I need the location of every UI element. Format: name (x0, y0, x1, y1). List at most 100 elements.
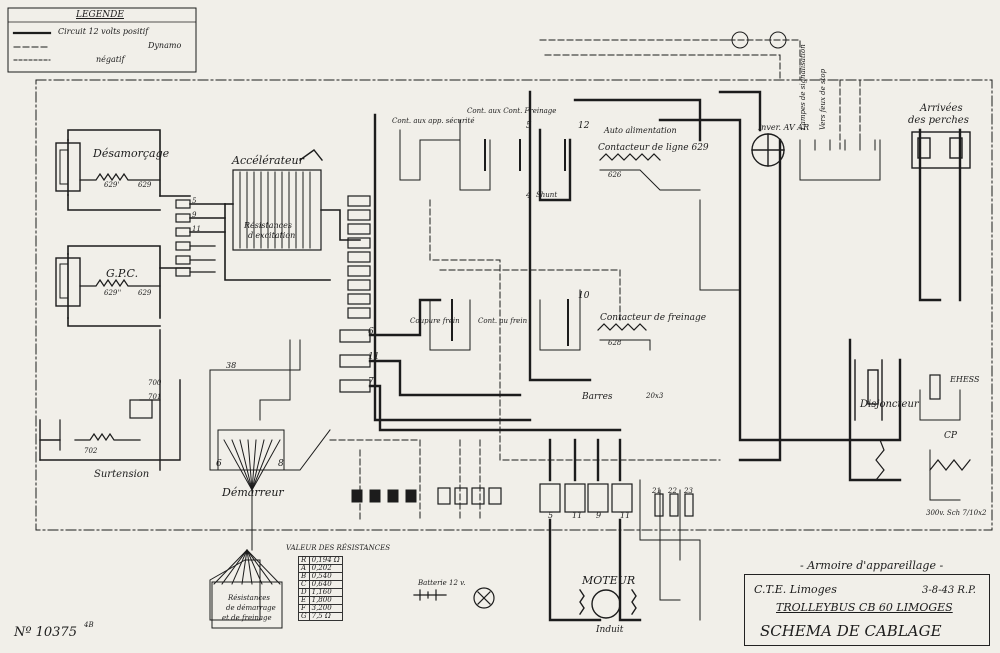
title-block (744, 574, 990, 646)
moteur-symbol (579, 589, 637, 619)
label-vers-feux: Vers feux de stop (819, 68, 827, 130)
label-arrivees-perches-1: Arrivées (920, 103, 963, 114)
terminal-number: 6 (216, 459, 222, 469)
drawing-number: Nº 10375 (14, 625, 77, 640)
terminal-number: 5 (526, 121, 532, 131)
label-moteur: MOTEUR (582, 574, 636, 587)
dashed-wiring (329, 39, 861, 521)
label-shunt: Shunt (536, 191, 558, 199)
terminal-number: 629' (104, 181, 120, 189)
legend-negatif: négatif (96, 55, 125, 64)
terminal-number: 629'' (104, 289, 122, 297)
terminal-number: 5 (548, 511, 554, 520)
terminal-number: 8 (278, 459, 284, 469)
terminal-number: 702 (84, 447, 98, 455)
label-ehess: EHESS (950, 375, 980, 384)
terminal-number: 12 (578, 121, 590, 131)
demarreur-fan (217, 429, 285, 551)
terminal-number: 629 (138, 181, 152, 189)
label-barres-num: 20x3 (646, 392, 664, 400)
terminal-number: 629 (138, 289, 152, 297)
surtension-block (39, 329, 181, 471)
right-harness (799, 139, 876, 151)
label-resistances-demarrage-3: et de freinage (222, 614, 272, 622)
label-desamorcage: Désamorçage (93, 147, 170, 160)
lamp-sockets (351, 489, 417, 503)
label-batterie: Batterie 12 v. (418, 579, 466, 587)
label-armoire: - Armoire d'appareillage - (800, 559, 944, 572)
label-surtension: Surtension (94, 469, 150, 480)
terminal-number: 11 (192, 225, 201, 233)
label-contacteur-freinage: Contacteur de freinage (600, 313, 707, 323)
thin-wiring (209, 119, 961, 621)
title-vehicle: TROLLEYBUS CB 60 LIMOGES (776, 601, 953, 614)
relay-boxes (437, 483, 694, 517)
terminal-number: 22 (668, 487, 677, 495)
legend-title: LEGENDE (76, 10, 124, 20)
terminal-number: 701 (148, 393, 162, 401)
terminal-number: 7 (368, 377, 374, 387)
label-contacteur-ligne: Contacteur de ligne 629 (598, 143, 709, 153)
label-cont-freinage: Cont. aux Cont. Freinage (467, 107, 557, 115)
label-cable-300: 300v. Sch 7/10x2 (926, 509, 987, 517)
label-accelerateur: Accélérateur (232, 154, 304, 167)
gpc-block (55, 245, 191, 327)
accelerateur-block (224, 149, 361, 281)
label-gpc: G.P.C. (106, 267, 139, 280)
terminal-number: 21 (652, 487, 661, 495)
label-resistances-excitation-2: d'excitation (248, 231, 296, 240)
terminal-number: 4 (526, 191, 532, 201)
contacteur-freinage-coil (451, 299, 647, 346)
terminal-number: 626 (608, 171, 622, 179)
inverseur-symbol (751, 133, 785, 167)
legend-circuit: Circuit 12 volts positif (58, 27, 149, 36)
desamorcage-block (55, 129, 191, 211)
resistance-table-title: VALEUR DES RÉSISTANCES (286, 544, 390, 552)
terminal-number: 9 (192, 211, 197, 219)
resistance-bundle (211, 549, 283, 629)
label-inver: Inver. AV AR (758, 123, 810, 132)
terminal-number: 11 (620, 511, 631, 520)
terminal-number: 11 (572, 511, 583, 520)
legend-dynamo: Dynamo (148, 41, 182, 50)
label-disjoncteur: Disjoncteur (860, 399, 919, 410)
centre-terminal-strip (339, 195, 371, 393)
terminal-number: 23 (684, 487, 693, 495)
main-bus (368, 90, 962, 622)
title-date: 3-8-43 R.P. (922, 585, 976, 596)
terminal-number: 38 (226, 361, 237, 370)
label-cont-app-securite: Cont. aux app. sécurité (392, 117, 475, 125)
label-auto-alimentation: Auto alimentation (604, 126, 677, 135)
disjoncteur-symbol (854, 359, 883, 421)
top-lamps (719, 31, 787, 49)
label-induit: Induit (596, 625, 624, 635)
drawing-suffix: 4B (84, 621, 94, 629)
terminal-number: 9 (596, 511, 602, 520)
armoire-frame (35, 79, 993, 531)
terminal-number: 628 (608, 339, 622, 347)
terminal-number: 6 (368, 327, 374, 337)
title-company: C.T.E. Limoges (754, 583, 837, 596)
terminal-number: 10 (578, 291, 590, 301)
label-demarreur: Démarreur (222, 486, 284, 499)
label-cp: CP (944, 431, 957, 441)
title-drawing: SCHEMA DE CABLAGE (760, 622, 942, 640)
batterie-symbol (413, 587, 495, 609)
terminal-number: 5 (192, 197, 197, 205)
label-barres: Barres (582, 392, 613, 402)
label-resistances-demarrage-1: Résistances (228, 594, 270, 602)
label-cont-frein: Cont. au frein (478, 317, 528, 325)
label-coupure-frein: Coupure frein (410, 317, 460, 325)
label-resistances-excitation-1: Résistances (244, 221, 292, 230)
label-resistances-demarrage-2: de démarrage (226, 604, 276, 612)
label-arrivees-perches-2: des perches (908, 115, 969, 126)
contacteur-ligne-coil (484, 139, 661, 171)
legend-box (7, 7, 197, 73)
label-lampes: Lampes de signalisation (799, 44, 807, 130)
left-terminal-strip (175, 199, 226, 277)
perches-box (911, 131, 971, 169)
